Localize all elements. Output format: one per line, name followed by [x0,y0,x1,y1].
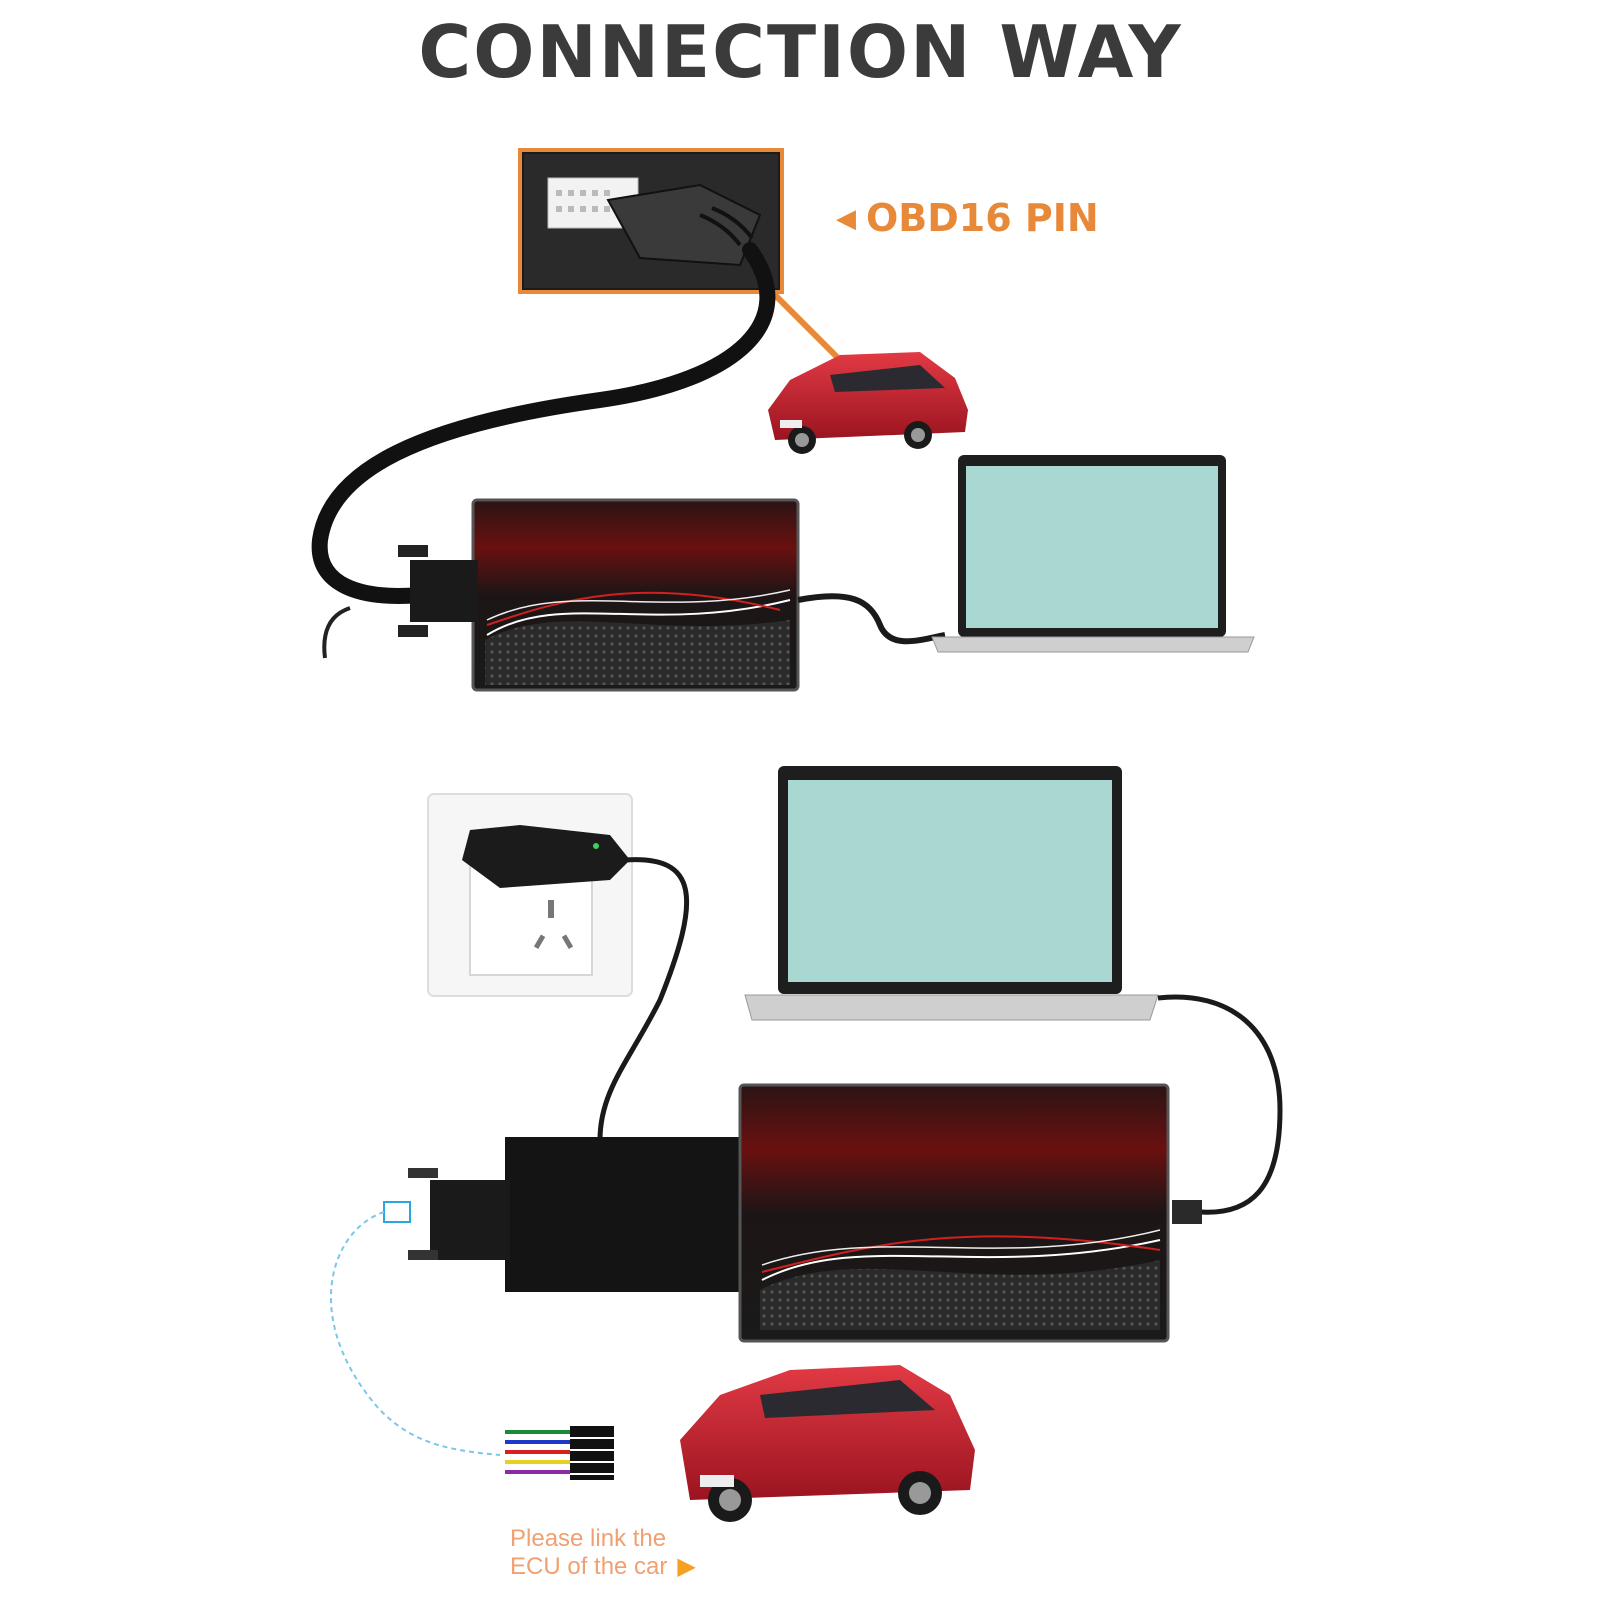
arrow-right-icon: ▶ [677,1553,696,1580]
obd-pin-label: ◀ OBD16 PIN [836,196,1099,240]
interface-device-icon [471,498,800,692]
page-title: CONNECTION WAY [418,10,1183,94]
power-cable [597,857,690,1141]
ecu-note: Please link the ECU of the car ▶ [510,1525,696,1581]
ecu-note-line1: Please link the [510,1525,667,1552]
car-icon [768,352,968,454]
db25-connector-icon [322,545,478,659]
dashed-link-line [330,1211,501,1456]
power-adapter-icon [462,825,630,888]
wall-outlet-icon [427,793,633,997]
arrow-left-icon: ◀ [836,204,856,234]
usb-cable [1157,994,1283,1215]
laptop-icon [744,766,1159,1021]
db25-connector-icon [383,1168,510,1260]
wire-bundle-icon [505,1426,614,1480]
laptop-icon [931,455,1255,653]
usb-plug [1172,1200,1202,1224]
usb-cable [797,593,946,645]
obd-cable [311,242,776,604]
car-icon [680,1365,975,1522]
interface-device-icon [738,1083,1170,1343]
obd-pin-text: OBD16 PIN [866,196,1099,240]
obd-connector-icon [518,148,784,294]
ecu-note-line2: ECU of the car [510,1553,668,1580]
adapter-box [505,1137,740,1292]
